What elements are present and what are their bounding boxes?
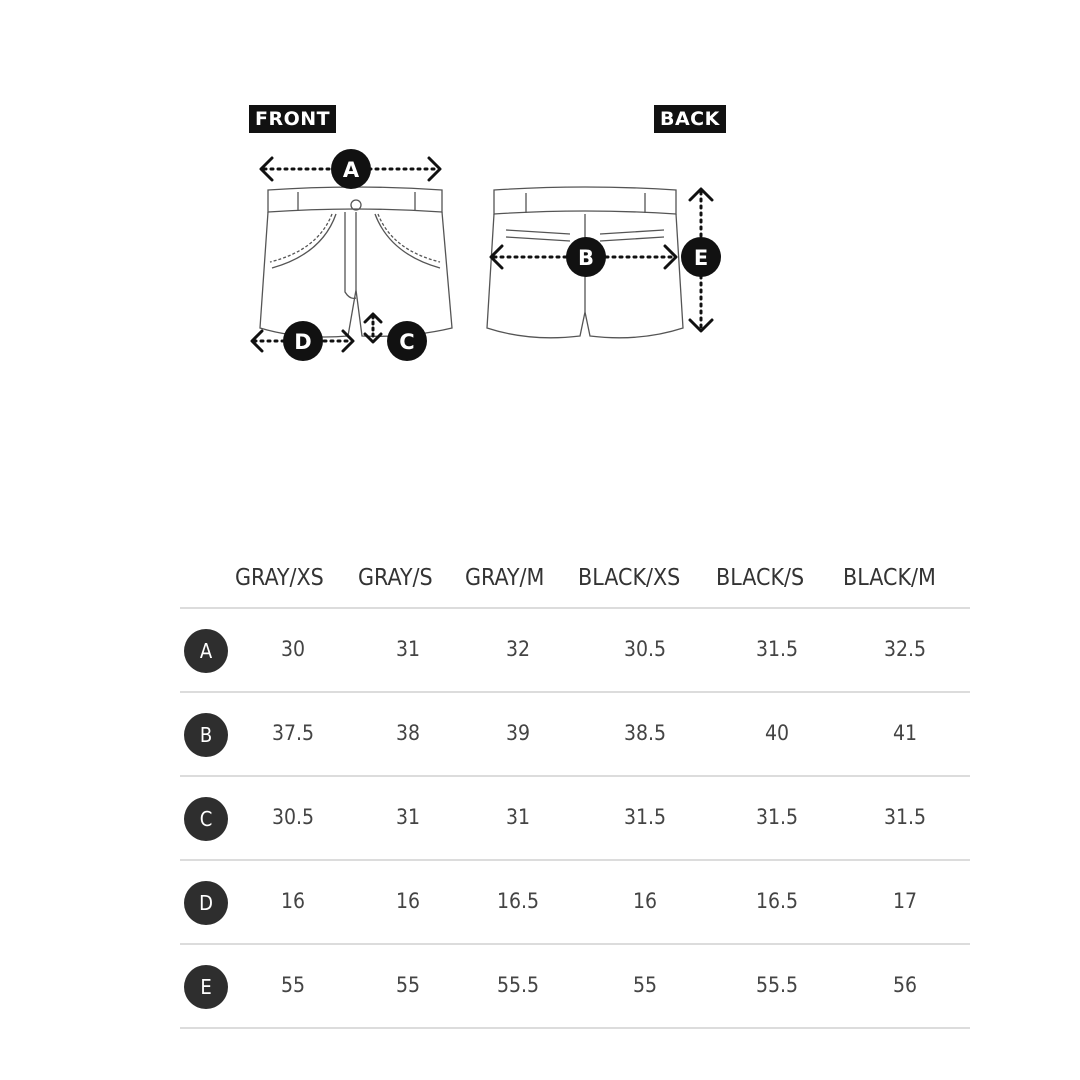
table-cell: 30 [280,637,306,661]
table-cell: 31.5 [883,805,927,829]
table-cell: 55 [395,973,421,997]
table-row-d: D 16 16 16.5 16 16.5 17 [180,861,970,945]
table-row-c: C 30.5 31 31 31.5 31.5 31.5 [180,777,970,861]
marker-e: E [681,237,721,277]
table-cell: 38.5 [623,721,667,745]
table-row-b: B 37.5 38 39 38.5 40 41 [180,693,970,777]
table-cell: 16 [632,889,658,913]
table-cell: 32.5 [883,637,927,661]
table-cell: 16 [395,889,421,913]
row-label-badge: E [184,965,228,1009]
table-cell: 32 [505,637,531,661]
table-cell: 56 [892,973,918,997]
shorts-illustration: A B C D E [250,149,721,361]
table-cell: 17 [892,889,918,913]
table-cell: 41 [892,721,918,745]
column-header-black-s: BLACK/S [716,565,805,591]
table-cell: 37.5 [271,721,315,745]
table-cell: 40 [764,721,790,745]
column-header-black-xs: BLACK/XS [578,565,681,591]
front-label: FRONT [249,105,337,133]
svg-text:C: C [399,330,414,354]
table-cell: 55.5 [755,973,799,997]
column-header-gray-m: GRAY/M [465,565,545,591]
back-label: BACK [654,105,726,133]
table-cell: 30.5 [271,805,315,829]
table-cell: 31 [395,637,421,661]
measurement-diagram: A B C D E FRONT BACK [0,0,1080,420]
row-label-badge: B [184,713,228,757]
row-label-badge: D [184,881,228,925]
table-cell: 30.5 [623,637,667,661]
table-cell: 55 [632,973,658,997]
table-cell: 16.5 [755,889,799,913]
table-cell: 55 [280,973,306,997]
table-cell: 31 [395,805,421,829]
back-shorts-drawing [486,186,684,339]
svg-text:A: A [343,158,360,182]
svg-text:E: E [694,246,708,270]
column-header-gray-s: GRAY/S [358,565,433,591]
marker-d: D [283,321,323,361]
table-cell: 55.5 [496,973,540,997]
table-header-row: GRAY/XS GRAY/S GRAY/M BLACK/XS BLACK/S B… [180,560,970,609]
column-header-black-m: BLACK/M [843,565,936,591]
marker-a: A [331,149,371,189]
svg-text:D: D [294,330,311,354]
table-cell: 31 [505,805,531,829]
table-cell: 31.5 [755,637,799,661]
table-cell: 16.5 [496,889,540,913]
marker-c: C [387,321,427,361]
column-header-gray-xs: GRAY/XS [235,565,324,591]
table-cell: 16 [280,889,306,913]
svg-text:B: B [578,246,594,270]
table-cell: 31.5 [755,805,799,829]
row-label-badge: C [184,797,228,841]
table-cell: 38 [395,721,421,745]
marker-b: B [566,237,606,277]
size-table: GRAY/XS GRAY/S GRAY/M BLACK/XS BLACK/S B… [180,560,970,1029]
table-row-e: E 55 55 55.5 55 55.5 56 [180,945,970,1029]
row-label-badge: A [184,629,228,673]
table-cell: 31.5 [623,805,667,829]
front-shorts-drawing [259,186,453,338]
table-row-a: A 30 31 32 30.5 31.5 32.5 [180,609,970,693]
table-cell: 39 [505,721,531,745]
